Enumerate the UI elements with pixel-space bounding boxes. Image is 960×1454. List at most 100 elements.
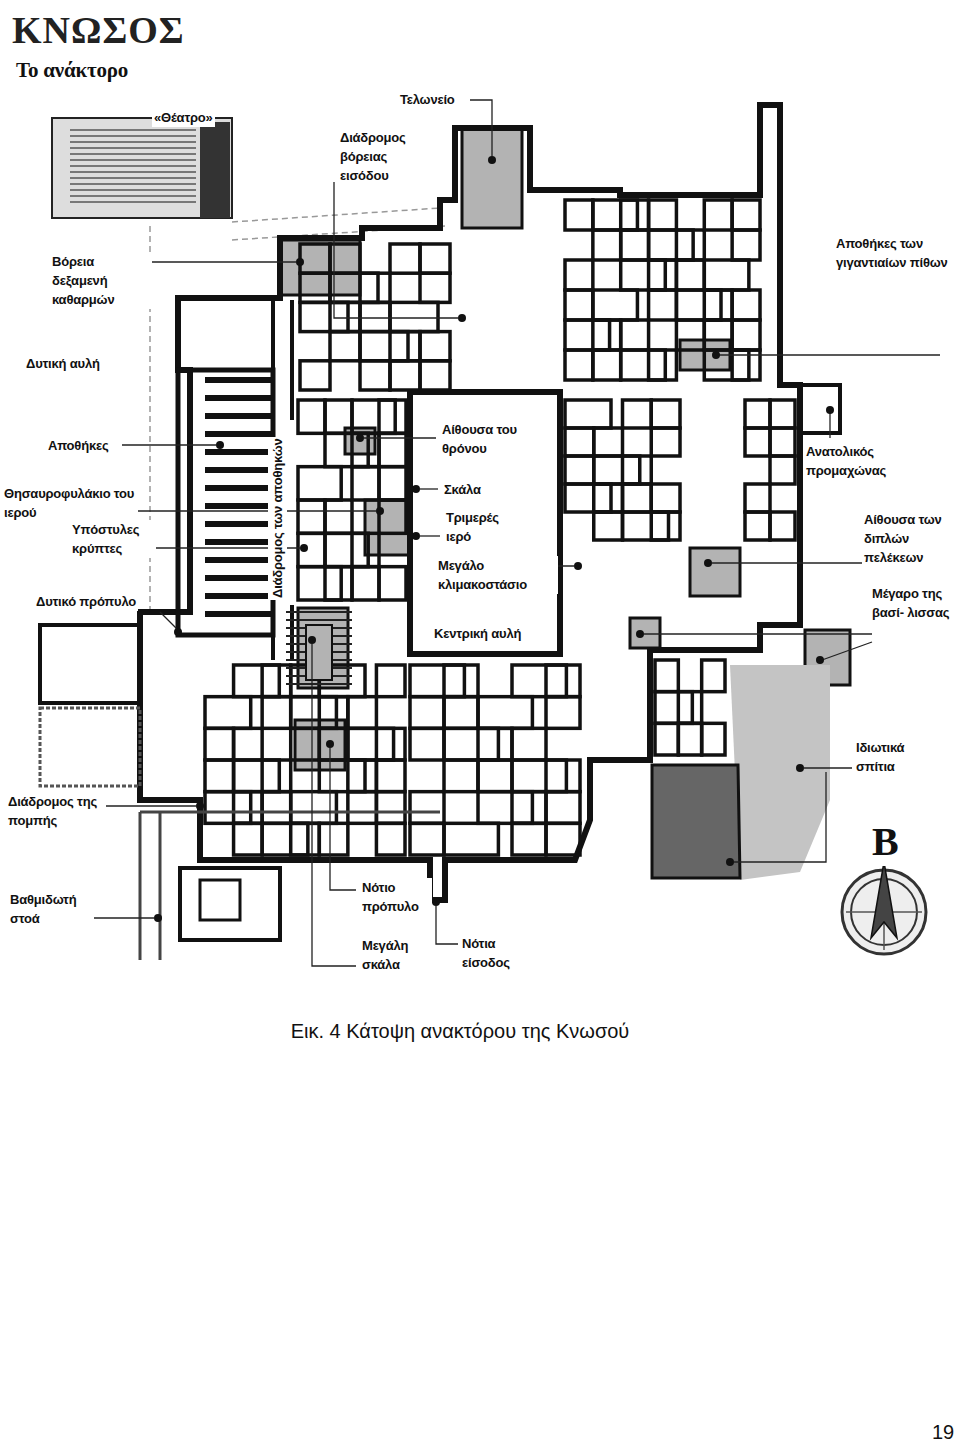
place-label: Διάδρομος της πομπής [6, 792, 106, 830]
room [410, 697, 444, 729]
theatre [52, 118, 232, 218]
theatre-step [70, 147, 196, 149]
place-label: Διάδρομος των αποθηκών [268, 437, 287, 600]
room [420, 332, 450, 361]
room [360, 332, 408, 361]
leader-dot [636, 630, 644, 638]
room [205, 792, 251, 824]
room [205, 760, 234, 792]
room [360, 273, 390, 302]
place-label: Αποθήκες [46, 436, 110, 455]
place-label: Μεγάλη σκάλα [360, 936, 428, 974]
place-label: Μεγάλο κλιμακοστάσιο [436, 556, 558, 594]
room [379, 467, 406, 500]
leader-line [734, 772, 826, 862]
room [360, 361, 390, 390]
leader-line [644, 633, 872, 634]
room [291, 823, 320, 855]
room [410, 823, 444, 855]
theatre-step [70, 165, 196, 167]
west-magazines [178, 370, 273, 635]
place-label: Αίθουσα των διπλών πελέκεων [862, 510, 956, 567]
leader-line [330, 748, 356, 890]
room [732, 200, 760, 230]
room [298, 500, 325, 533]
leader-dot [300, 544, 308, 552]
room [410, 728, 444, 760]
room [593, 230, 621, 260]
southwest-house [40, 708, 140, 786]
room [390, 332, 420, 361]
place-label: Νότιο πρόπυλο [360, 878, 432, 916]
leader-dot [488, 156, 496, 164]
room [379, 400, 406, 433]
room [655, 723, 678, 755]
room [298, 567, 341, 600]
leader-line [420, 488, 438, 489]
leader-dot [796, 764, 804, 772]
theatre-block [200, 122, 230, 218]
room [676, 230, 704, 260]
room [621, 200, 649, 230]
place-label: Το ανάκτορο [14, 58, 130, 83]
room [330, 332, 360, 361]
room [319, 728, 348, 760]
leader-line [804, 767, 852, 768]
room [376, 728, 405, 760]
leader-line [160, 612, 178, 630]
room [478, 697, 532, 729]
room [205, 728, 234, 760]
place-label: Τριμερές ιερό [444, 508, 520, 546]
plan-drawing [40, 100, 940, 966]
theatre-step [70, 189, 196, 191]
room [649, 350, 677, 380]
room [478, 792, 532, 824]
room [262, 697, 291, 729]
leader-dot [154, 914, 162, 922]
private-houses-dark [652, 765, 740, 878]
leader-dot [216, 441, 224, 449]
leader-line [470, 100, 492, 156]
room [565, 290, 593, 320]
staircase-step [286, 611, 352, 613]
place-label: Ιδιωτικά σπίτια [854, 738, 940, 776]
room [732, 320, 760, 350]
room [745, 484, 770, 512]
room [649, 230, 694, 260]
room [478, 760, 512, 792]
place-label: Δυτικό πρόπυλο [34, 592, 138, 611]
leader-dot [196, 802, 204, 810]
leader-line [364, 437, 436, 438]
leader-line [122, 444, 216, 445]
magazine-wall [205, 521, 272, 527]
place-label: Βόρεια δεξαμενή καθαρμών [50, 252, 152, 309]
leader-dot [712, 351, 720, 359]
room [444, 665, 478, 697]
room [732, 290, 760, 320]
magazine-wall [205, 485, 272, 491]
magazine-wall [205, 449, 272, 455]
room [676, 290, 721, 320]
room [649, 200, 677, 230]
west-propylon-building [40, 625, 140, 703]
leader-dot [296, 258, 304, 266]
leader-line [334, 182, 458, 318]
room [234, 728, 263, 760]
room [300, 273, 330, 302]
leader-line [100, 805, 196, 806]
leader-dot [826, 406, 834, 414]
room [420, 244, 450, 273]
room [262, 792, 291, 824]
leader-line [716, 354, 940, 355]
magazine-wall [205, 557, 272, 563]
leader-dot [816, 656, 824, 664]
title: ΚΝΩΣΟΣ [12, 8, 185, 52]
room [623, 484, 652, 512]
room [676, 320, 704, 350]
room [300, 302, 348, 331]
leader-dot [574, 562, 582, 570]
room [676, 260, 704, 290]
leader-dot [376, 507, 384, 515]
theatre-step [70, 153, 196, 155]
room [319, 697, 348, 729]
